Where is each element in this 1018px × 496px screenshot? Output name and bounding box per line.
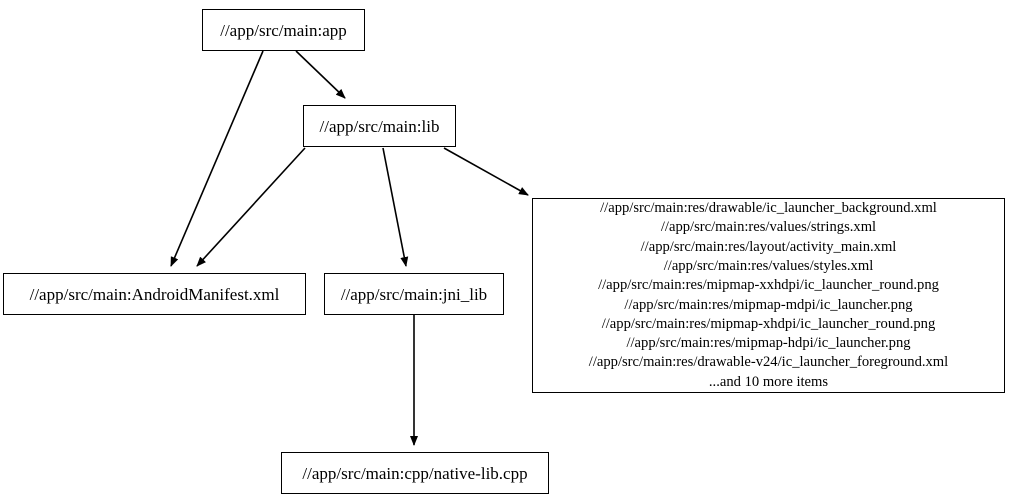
- graph-node-app-label: //app/src/main:app: [220, 20, 347, 40]
- edge-lib-to-resources: [443, 147, 529, 196]
- graph-node-android-manifest[interactable]: //app/src/main:AndroidManifest.xml: [3, 273, 306, 315]
- graph-node-jni-lib-label: //app/src/main:jni_lib: [340, 284, 488, 304]
- edge-app-to-lib: [295, 50, 346, 99]
- edge-app-to-manifest: [170, 50, 264, 267]
- graph-node-lib-label: //app/src/main:lib: [319, 116, 440, 136]
- graph-node-resources-label: //app/src/main:res/drawable/ic_launcher_…: [588, 200, 949, 390]
- edge-lib-to-manifest: [196, 147, 306, 267]
- graph-node-resources[interactable]: //app/src/main:res/drawable/ic_launcher_…: [532, 198, 1005, 393]
- edge-lib-to-jni-lib: [382, 147, 409, 267]
- graph-node-android-manifest-label: //app/src/main:AndroidManifest.xml: [29, 284, 280, 304]
- graph-node-app[interactable]: //app/src/main:app: [202, 9, 365, 51]
- graph-node-jni-lib[interactable]: //app/src/main:jni_lib: [324, 273, 504, 315]
- graph-node-native-lib-cpp-label: //app/src/main:cpp/native-lib.cpp: [302, 463, 528, 483]
- graph-node-lib[interactable]: //app/src/main:lib: [303, 105, 456, 147]
- graph-node-native-lib-cpp[interactable]: //app/src/main:cpp/native-lib.cpp: [281, 452, 549, 494]
